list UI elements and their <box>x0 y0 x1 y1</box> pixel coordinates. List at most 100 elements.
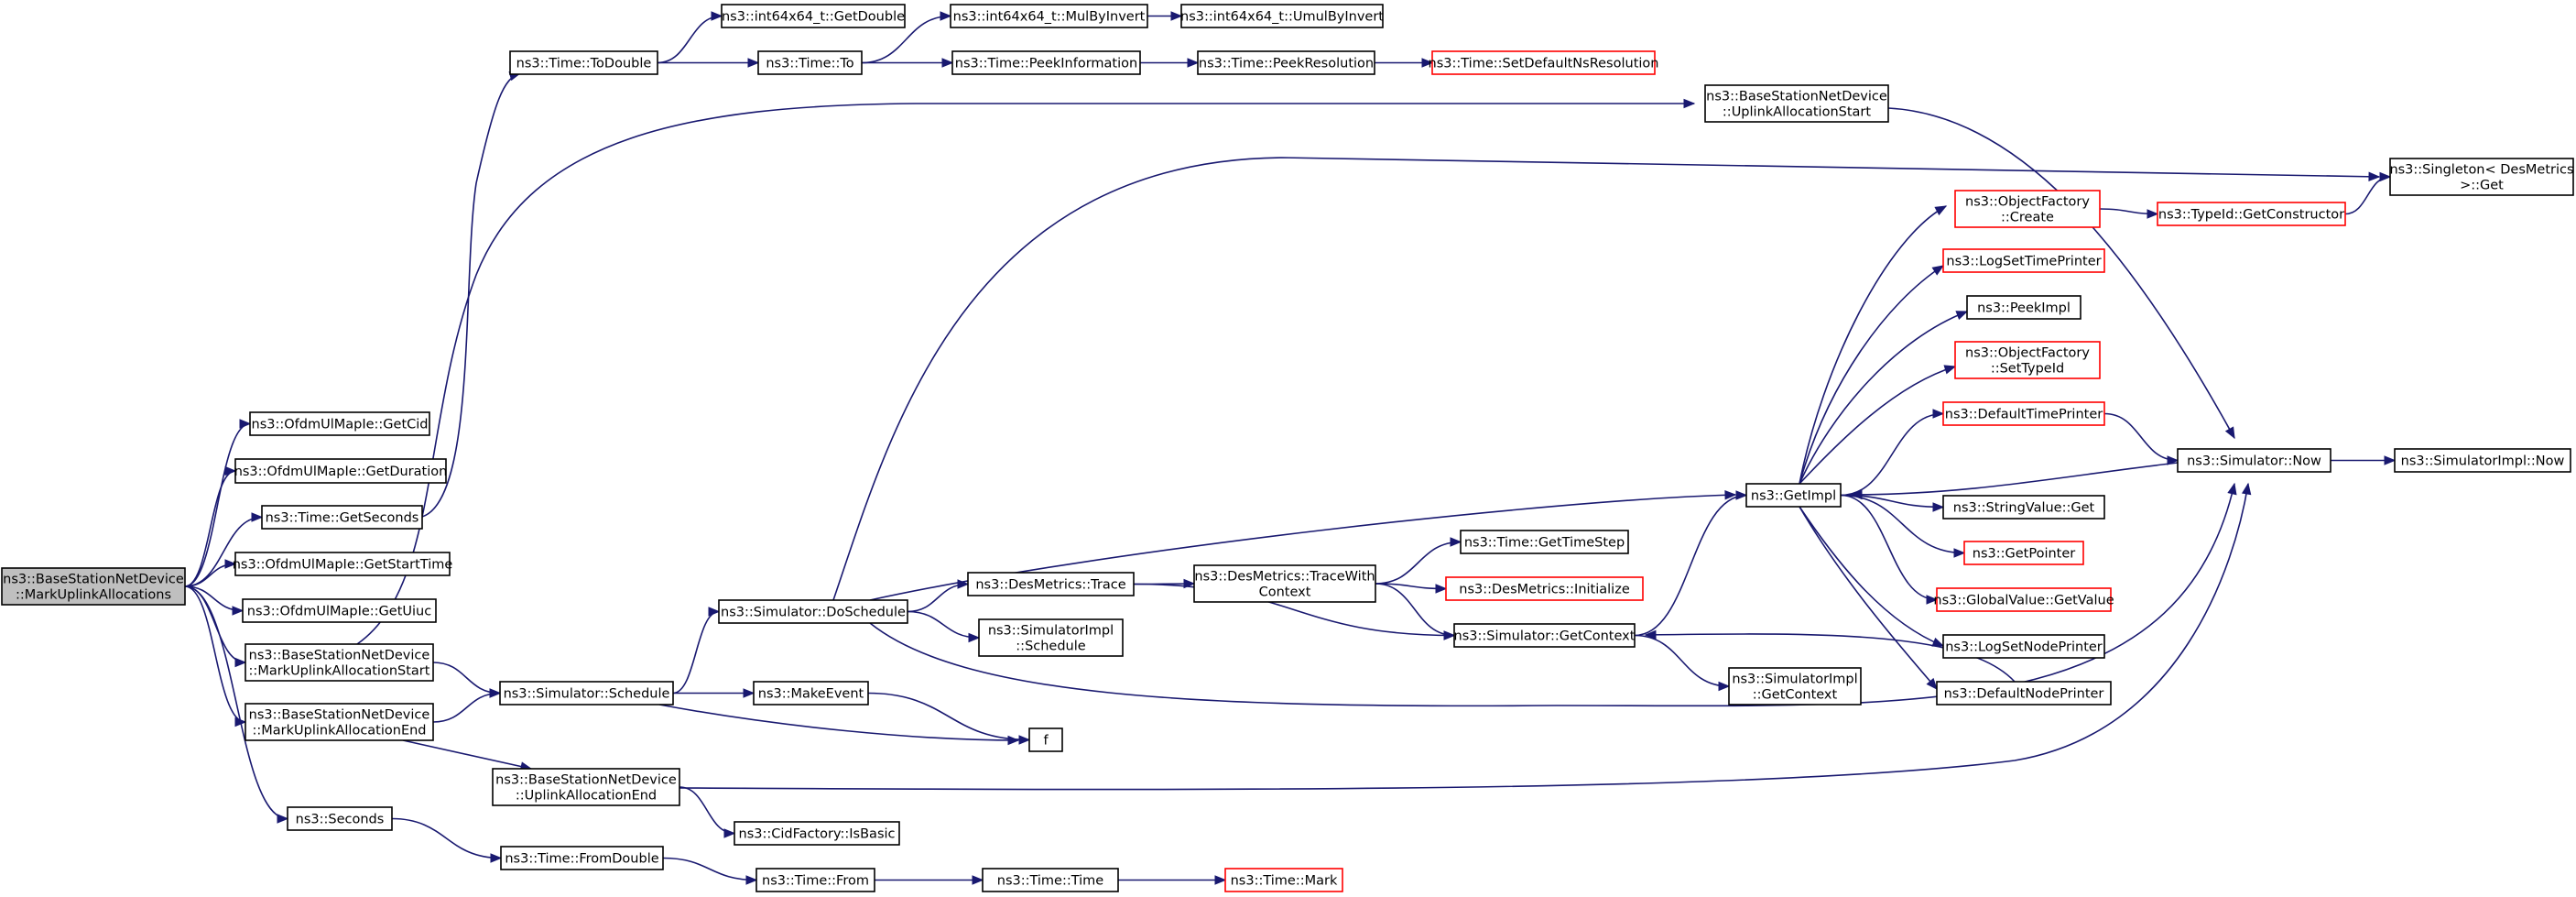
edge-getimpl-to-defaultnodeprinter <box>1799 506 1938 690</box>
node-simnow[interactable]: ns3::Simulator::Now <box>2177 448 2331 473</box>
node-label: ns3::GetImpl <box>1751 489 1836 504</box>
node-getimpl[interactable]: ns3::GetImpl <box>1745 483 1842 508</box>
node-label: ns3::Simulator::Now <box>2187 454 2321 469</box>
node-label: ns3::OfdmUlMapIe::GetDuration <box>234 465 448 479</box>
node-getseconds[interactable]: ns3::Time::GetSeconds <box>261 505 423 530</box>
arrowhead-doschedule-to-desmetricstrace <box>957 579 970 589</box>
node-umulbyinvert[interactable]: ns3::int64x64_t::UmulByInvert <box>1180 4 1384 28</box>
arrowhead-getimpl-to-ofsettypeid <box>1943 365 1957 375</box>
node-getconstructor[interactable]: ns3::TypeId::GetConstructor <box>2157 202 2346 226</box>
edges-layer <box>184 11 2397 885</box>
node-ofsettypeid[interactable]: ns3::ObjectFactory::SetTypeId <box>1954 341 2101 379</box>
edge-getimpl-to-ofsettypeid <box>1799 366 1956 485</box>
node-label: ns3::BaseStationNetDevice <box>1706 90 1887 104</box>
node-label: ns3::Time::PeekInformation <box>955 57 1137 71</box>
node-singleton[interactable]: ns3::Singleton< DesMetrics >::Get <box>2389 158 2574 196</box>
edge-getimpl-to-ofcreate <box>1799 205 1947 485</box>
node-box <box>1954 341 2101 379</box>
node-label: ns3::DefaultTimePrinter <box>1945 408 2103 422</box>
arrowhead-root-to-getduration <box>224 465 237 476</box>
node-label: ns3::BaseStationNetDevice <box>3 573 184 587</box>
node-peekinfo[interactable]: ns3::Time::PeekInformation <box>951 50 1141 75</box>
node-ofcreate[interactable]: ns3::ObjectFactory::Create <box>1954 190 2101 228</box>
node-uplinkend[interactable]: ns3::BaseStationNetDevice::UplinkAllocat… <box>492 768 680 806</box>
node-desinit[interactable]: ns3::DesMetrics::Initialize <box>1445 576 1644 601</box>
node-box <box>1936 681 2112 706</box>
node-timefrom[interactable]: ns3::Time::From <box>755 868 875 892</box>
arrowhead-markend-to-simschedule <box>489 688 502 698</box>
edge-simschedule-to-f <box>658 704 1019 741</box>
arrowhead-root-to-getuiuc <box>232 606 245 616</box>
node-todouble[interactable]: ns3::Time::ToDouble <box>509 50 658 75</box>
node-label: ns3::SimulatorImpl <box>988 624 1114 639</box>
node-logsetnodeprinter[interactable]: ns3::LogSetNodePrinter <box>1942 634 2105 659</box>
node-timetime[interactable]: ns3::Time::Time <box>982 868 1119 892</box>
node-peekimpl[interactable]: ns3::PeekImpl <box>1966 295 2081 320</box>
node-simschedule[interactable]: ns3::Simulator::Schedule <box>499 681 674 706</box>
node-markstart[interactable]: ns3::BaseStationNetDevice::MarkUplinkAll… <box>245 643 434 682</box>
arrowhead-getimpl-to-stringvalueget <box>1932 502 1945 512</box>
node-desmetricstrace[interactable]: ns3::DesMetrics::Trace <box>967 572 1135 596</box>
node-defaultnodeprinter[interactable]: ns3::DefaultNodePrinter <box>1936 681 2112 706</box>
node-label: ns3::GetPointer <box>1973 547 2076 562</box>
node-globalvalue[interactable]: ns3::GlobalValue::GetValue <box>1933 587 2114 612</box>
node-uplinkstart[interactable]: ns3::BaseStationNetDevice::UplinkAllocat… <box>1704 84 1889 123</box>
node-label: ns3::PeekImpl <box>1977 301 2071 316</box>
node-label: ns3::ObjectFactory <box>1965 346 2090 361</box>
node-box <box>234 458 447 484</box>
edge-markstart-to-simschedule <box>432 662 501 695</box>
node-markend[interactable]: ns3::BaseStationNetDevice::MarkUplinkAll… <box>245 703 434 741</box>
node-timemark[interactable]: ns3::Time::Mark <box>1224 868 1343 892</box>
node-timeto[interactable]: ns3::Time::To <box>757 50 863 75</box>
node-getuiuc[interactable]: ns3::OfdmUlMapIe::GetUiuc <box>242 598 437 623</box>
arrowhead-doschedule-to-simnow <box>2227 482 2237 496</box>
node-simimplschedule[interactable]: ns3::SimulatorImpl::Schedule <box>978 618 1124 657</box>
node-setdefaultres[interactable]: ns3::Time::SetDefaultNsResolution <box>1429 50 1659 75</box>
node-getpointer[interactable]: ns3::GetPointer <box>1963 541 2084 565</box>
node-stringvalueget[interactable]: ns3::StringValue::Get <box>1942 495 2105 520</box>
arrowhead-timeto-to-peekinfo <box>941 58 954 68</box>
node-box <box>721 4 906 28</box>
node-simgetcontext[interactable]: ns3::Simulator::GetContext <box>1453 623 1636 648</box>
node-label: ::MarkUplinkAllocationStart <box>249 664 430 679</box>
node-label: ns3::Simulator::DoSchedule <box>721 606 906 620</box>
node-peekres[interactable]: ns3::Time::PeekResolution <box>1197 50 1375 75</box>
node-label: ns3::ObjectFactory <box>1965 195 2090 210</box>
node-label: ns3::GlobalValue::GetValue <box>1933 594 2114 608</box>
node-label: ns3::MakeEvent <box>758 687 864 702</box>
node-getstarttime[interactable]: ns3::OfdmUlMapIe::GetStartTime <box>233 552 453 576</box>
arrowhead-uplinkend-to-isbasic <box>723 828 736 838</box>
node-box <box>234 552 451 576</box>
node-box <box>757 50 863 75</box>
arrowhead-simnow-to-getimpl <box>1850 489 1863 500</box>
arrowhead-defaulttimeprinter-to-simnow <box>2167 455 2179 465</box>
node-f[interactable]: f <box>1028 727 1063 752</box>
arrowhead-seconds-to-fromdouble <box>490 853 503 863</box>
node-makeevent[interactable]: ns3::MakeEvent <box>753 681 869 706</box>
node-seconds[interactable]: ns3::Seconds <box>287 806 393 831</box>
node-root[interactable]: ns3::BaseStationNetDevice::MarkUplinkAll… <box>1 567 186 606</box>
node-getcid[interactable]: ns3::OfdmUlMapIe::GetCid <box>249 411 430 436</box>
node-fromdouble[interactable]: ns3::Time::FromDouble <box>500 846 664 870</box>
node-gettimestep[interactable]: ns3::Time::GetTimeStep <box>1460 530 1629 554</box>
edge-root-to-seconds <box>184 585 288 820</box>
node-getduration[interactable]: ns3::OfdmUlMapIe::GetDuration <box>234 458 448 484</box>
node-getdouble[interactable]: ns3::int64x64_t::GetDouble <box>721 4 906 28</box>
node-defaulttimeprinter[interactable]: ns3::DefaultTimePrinter <box>1942 401 2105 426</box>
node-doschedule[interactable]: ns3::Simulator::DoSchedule <box>718 599 908 624</box>
arrowhead-root-to-getseconds <box>251 512 264 522</box>
node-isbasic[interactable]: ns3::CidFactory::IsBasic <box>734 821 900 846</box>
node-label: ns3::Time::From <box>762 874 869 889</box>
node-logsettimeprinter[interactable]: ns3::LogSetTimePrinter <box>1942 248 2105 273</box>
node-box <box>1453 623 1636 648</box>
node-label: ::Schedule <box>1016 640 1085 654</box>
edge-tracewithcontext-to-simgetcontext <box>1375 583 1455 637</box>
node-label: ::GetContext <box>1753 688 1838 703</box>
arrowhead-root-to-getstarttime <box>224 559 237 569</box>
node-box <box>1445 576 1644 601</box>
node-simimplgetcontext[interactable]: ns3::SimulatorImpl::GetContext <box>1728 667 1862 706</box>
node-simimplnow[interactable]: ns3::SimulatorImpl::Now <box>2394 448 2571 473</box>
node-mulbyinvert[interactable]: ns3::int64x64_t::MulByInvert <box>950 4 1148 28</box>
edge-getimpl-to-globalvalue <box>1840 494 1938 601</box>
